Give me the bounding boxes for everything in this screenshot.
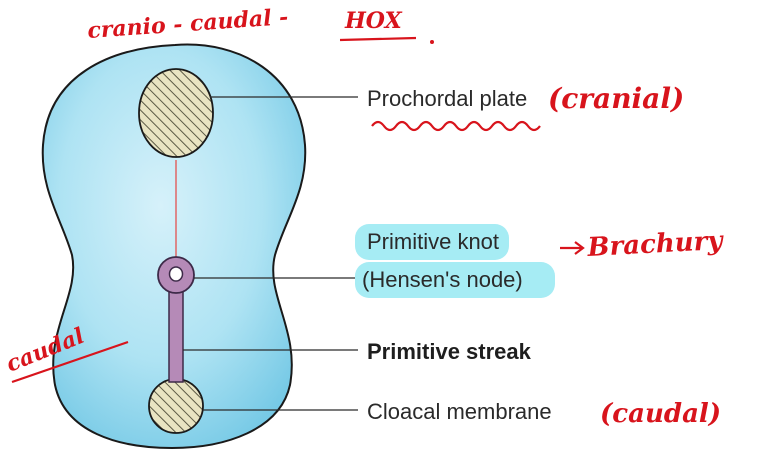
primitive-streak-label: Primitive streak [367,339,532,364]
annotation-caudal-right: (caudal) [600,399,721,429]
annotation-dot [430,40,434,44]
squiggle-underline [372,122,540,130]
cloacal-membrane-label: Cloacal membrane [367,399,552,424]
annotation-cranio-caudal: cranio - caudal - [87,4,289,44]
annotation-brachury: Brachury [586,226,725,263]
hox-underline [340,38,416,40]
primitive-knot-label: Primitive knot [367,229,499,254]
hensens-node-label: (Hensen's node) [362,267,523,292]
primitive-pit [170,267,183,281]
primitive-streak-shape [169,284,183,382]
arrow-to-brachury [560,242,583,254]
prochordal-plate-shape [139,69,213,157]
annotation-hox: HOX [344,8,403,34]
annotation-cranial: (cranial) [548,82,684,115]
prochordal-plate-label: Prochordal plate [367,86,527,111]
cloacal-membrane-shape [149,379,203,433]
